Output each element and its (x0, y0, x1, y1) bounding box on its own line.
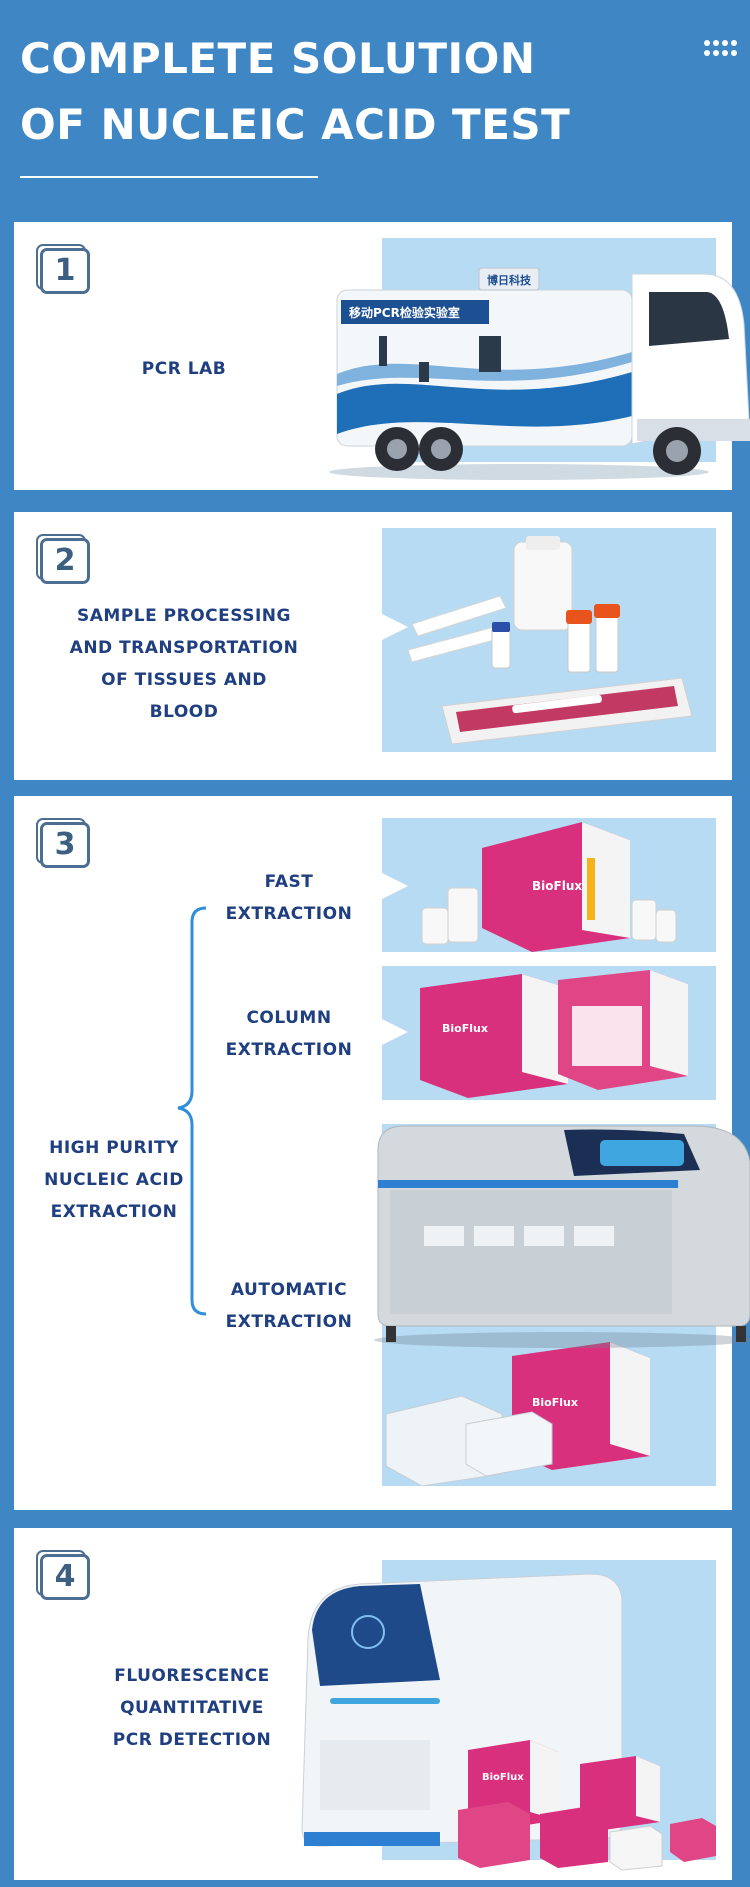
step-number-badge: 4 (36, 1550, 90, 1600)
automatic-extractor-instrument (374, 1125, 750, 1348)
fast-extraction-kit-image: BioFlux (382, 818, 716, 952)
svg-text:BioFlux: BioFlux (532, 1396, 578, 1409)
pointer-arrow (382, 614, 408, 640)
section-pcr-lab: 1 PCR LAB 移动PCR检验实验室 博日科技 (14, 222, 750, 490)
extraction-main-label: HIGH PURITY NUCLEIC ACID EXTRACTION (44, 1138, 184, 1222)
column-extraction-kit-image: BioFlux (382, 966, 716, 1100)
svg-text:BioFlux: BioFlux (482, 1772, 524, 1783)
kit-brand-text: BioFlux (532, 879, 582, 893)
qpcr-instrument-illustration: BioFlux (301, 1573, 716, 1871)
truck-illustration: 移动PCR检验实验室 博日科技 (329, 267, 750, 480)
step-number-badge: 2 (36, 534, 90, 584)
fast-kit-illustration: BioFlux (421, 822, 677, 952)
column-extraction-label: COLUMN EXTRACTION (225, 1008, 353, 1060)
curly-brace-bracket (177, 906, 207, 1316)
pointer-arrow (382, 1019, 408, 1045)
truck-banner-text: 移动PCR检验实验室 (349, 305, 460, 320)
sample-kit-illustration (407, 536, 693, 745)
automatic-extraction-label: AUTOMATIC EXTRACTION (225, 1280, 353, 1332)
step-number-badge: 1 (36, 244, 90, 294)
title-underline (20, 176, 318, 178)
svg-text:BioFlux: BioFlux (442, 1022, 488, 1035)
reagent-kit-illustration: BioFlux (385, 1342, 650, 1486)
section-qpcr-detection: 4 FLUORESCENCE QUANTITATIVE PCR DETECTIO… (14, 1528, 732, 1880)
grid-dots-icon[interactable] (704, 40, 738, 58)
step-number-badge: 3 (36, 818, 90, 868)
page-title-line-1: COMPLETE SOLUTION (20, 34, 536, 83)
truck-brand-text: 博日科技 (487, 273, 532, 287)
section-nucleic-acid-extraction: 3 HIGH PURITY NUCLEIC ACID EXTRACTION FA… (14, 796, 750, 1510)
section-label: FLUORESCENCE QUANTITATIVE PCR DETECTION (112, 1666, 272, 1750)
section-label: SAMPLE PROCESSING AND TRANSPORTATION OF … (69, 606, 299, 722)
section-label: PCR LAB (141, 359, 227, 379)
fast-extraction-label: FAST EXTRACTION (225, 872, 353, 924)
sample-collection-kit-image (382, 528, 716, 752)
pointer-arrow (382, 873, 408, 899)
column-kit-illustration: BioFlux (420, 970, 688, 1098)
page-title-line-2: OF NUCLEIC ACID TEST (20, 100, 571, 149)
section-sample-processing: 2 SAMPLE PROCESSING AND TRANSPORTATION O… (14, 512, 732, 780)
